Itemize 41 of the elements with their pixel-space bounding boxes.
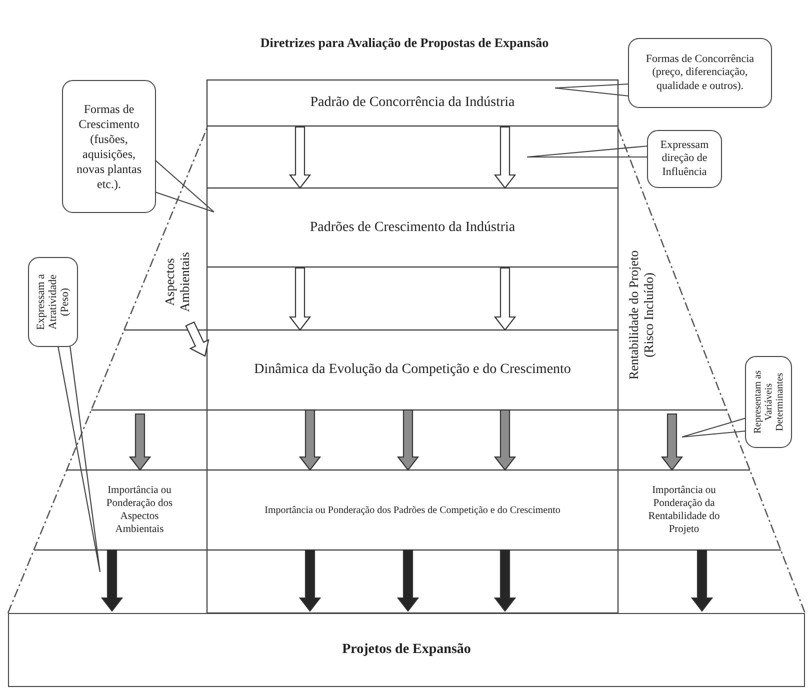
- callout-text: Formas de Crescimento (fusões, aquisições, novas plantas etc.).: [76, 102, 142, 192]
- block-arrow: [128, 413, 152, 471]
- callout-bubble: [28, 257, 78, 347]
- block-arrow: [494, 549, 516, 612]
- row-heading: Padrão de Concorrência da Indústria: [310, 95, 515, 111]
- callout-bubble: [745, 356, 792, 448]
- callout-text: Expressam direção de Influência: [659, 139, 710, 179]
- block-arrow: [100, 549, 124, 612]
- block-arrow: [660, 413, 684, 471]
- row-heading: Padrões de Crescimento da Indústria: [310, 220, 516, 236]
- weighting-text: Importância ou Ponderação dos Padrões de Competição e do Crescimento: [264, 504, 560, 516]
- block-arrow: [288, 126, 312, 189]
- callout-text: Expressam a Atratividade (Peso): [34, 273, 72, 332]
- block-arrow: [396, 549, 420, 612]
- leader-line: [681, 417, 747, 438]
- leader-line: [57, 345, 101, 573]
- leader-line: [154, 159, 215, 213]
- block-arrow: [494, 126, 516, 189]
- result-box: [8, 613, 805, 687]
- block-arrow: [494, 409, 516, 471]
- leader-line: [554, 83, 630, 97]
- callout-bubble: [62, 80, 156, 213]
- block-arrow: [494, 267, 516, 331]
- block-arrow: [185, 321, 210, 357]
- callout-bubble: [647, 130, 722, 188]
- block-arrow: [298, 409, 322, 471]
- result-title: Projetos de Expansão: [342, 642, 471, 658]
- weighting-text: Importância ou Ponderação da Rentabilidade do Projeto: [647, 484, 721, 536]
- diagram-title: Diretrizes para Avaliação de Propostas de Expansão: [259, 35, 550, 51]
- callout-bubble: [628, 38, 772, 108]
- block-arrow: [298, 549, 322, 612]
- leader-line: [526, 145, 649, 158]
- block-arrow: [288, 267, 312, 331]
- weighting-text: Importância ou Ponderação dos Aspectos Ambientais: [105, 484, 174, 536]
- callout-text: Representam as Variáveis Determinantes: [752, 369, 785, 436]
- vertical-label: Aspectos Ambientais: [163, 251, 193, 314]
- block-arrow: [396, 409, 420, 471]
- callout-text: Formas de Concorrência (preço, diferenciação, qualidade e outros).: [644, 53, 756, 93]
- vertical-label: Rentabilidade do Projeto (Risco Incluído): [627, 249, 657, 382]
- row-heading: Dinâmica da Evolução da Competição e do Crescimento: [254, 362, 571, 378]
- block-arrow: [690, 549, 714, 612]
